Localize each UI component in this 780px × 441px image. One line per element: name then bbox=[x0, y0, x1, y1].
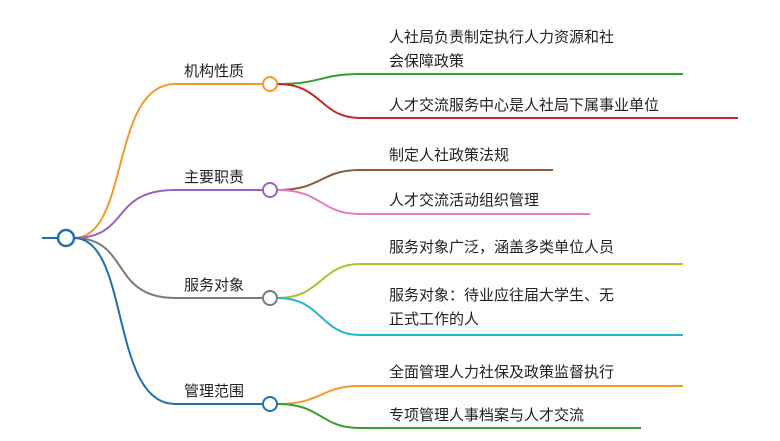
leaf-connector bbox=[277, 385, 683, 405]
leaf-connector bbox=[277, 73, 683, 85]
branch-node[interactable]: 机构性质 bbox=[184, 62, 278, 92]
leaf-label-line: 人社局负责制定执行人力资源和社 bbox=[389, 28, 614, 46]
leaf-node[interactable]: 制定人社政策法规 bbox=[389, 146, 509, 164]
leaf-connector bbox=[277, 403, 641, 429]
leaf-connector bbox=[277, 263, 683, 299]
leaf-node[interactable]: 全面管理人力社保及政策监督执行 bbox=[389, 363, 614, 381]
leaf-connector bbox=[277, 83, 738, 119]
branch-label: 主要职责 bbox=[184, 168, 244, 186]
leaf-node[interactable]: 专项管理人事档案与人才交流 bbox=[389, 406, 584, 424]
leaf-node[interactable]: 服务对象广泛，涵盖多类单位人员 bbox=[389, 238, 614, 256]
branch-node[interactable]: 服务对象 bbox=[184, 276, 278, 306]
leaf-node[interactable]: 人才交流活动组织管理 bbox=[389, 191, 539, 209]
leaf-label-line: 服务对象：待业应往届大学生、无 bbox=[389, 286, 614, 304]
branch-node-circle[interactable] bbox=[262, 396, 278, 412]
branch-connector bbox=[73, 83, 262, 239]
branch-connector bbox=[73, 189, 262, 239]
branch-connector bbox=[73, 237, 262, 299]
leaf-label-line: 服务对象广泛，涵盖多类单位人员 bbox=[389, 238, 614, 256]
leaf-label-line: 正式工作的人 bbox=[389, 310, 479, 328]
branch-node[interactable]: 主要职责 bbox=[184, 168, 278, 198]
leaf-connector bbox=[277, 297, 683, 336]
branch-label: 机构性质 bbox=[184, 62, 244, 80]
branch-node[interactable]: 管理范围 bbox=[184, 382, 278, 412]
branch-node-circle[interactable] bbox=[262, 290, 278, 306]
branch-node-circle[interactable] bbox=[262, 182, 278, 198]
leaf-node[interactable]: 人才交流服务中心是人社局下属事业单位 bbox=[389, 96, 659, 114]
branch-connector bbox=[73, 237, 262, 405]
leaf-label-line: 制定人社政策法规 bbox=[389, 146, 509, 164]
leaf-label-line: 专项管理人事档案与人才交流 bbox=[389, 406, 584, 424]
branch-label: 管理范围 bbox=[184, 382, 244, 400]
leaf-label-line: 人才交流服务中心是人社局下属事业单位 bbox=[389, 96, 659, 114]
branch-label: 服务对象 bbox=[184, 276, 244, 294]
branch-node-circle[interactable] bbox=[262, 76, 278, 92]
leaf-connector bbox=[277, 189, 590, 215]
leaf-label-line: 全面管理人力社保及政策监督执行 bbox=[389, 363, 614, 381]
root-node-circle[interactable] bbox=[56, 228, 76, 248]
leaf-label-line: 人才交流活动组织管理 bbox=[389, 191, 539, 209]
leaf-label-line: 会保障政策 bbox=[389, 52, 464, 70]
leaf-connector bbox=[277, 169, 553, 191]
